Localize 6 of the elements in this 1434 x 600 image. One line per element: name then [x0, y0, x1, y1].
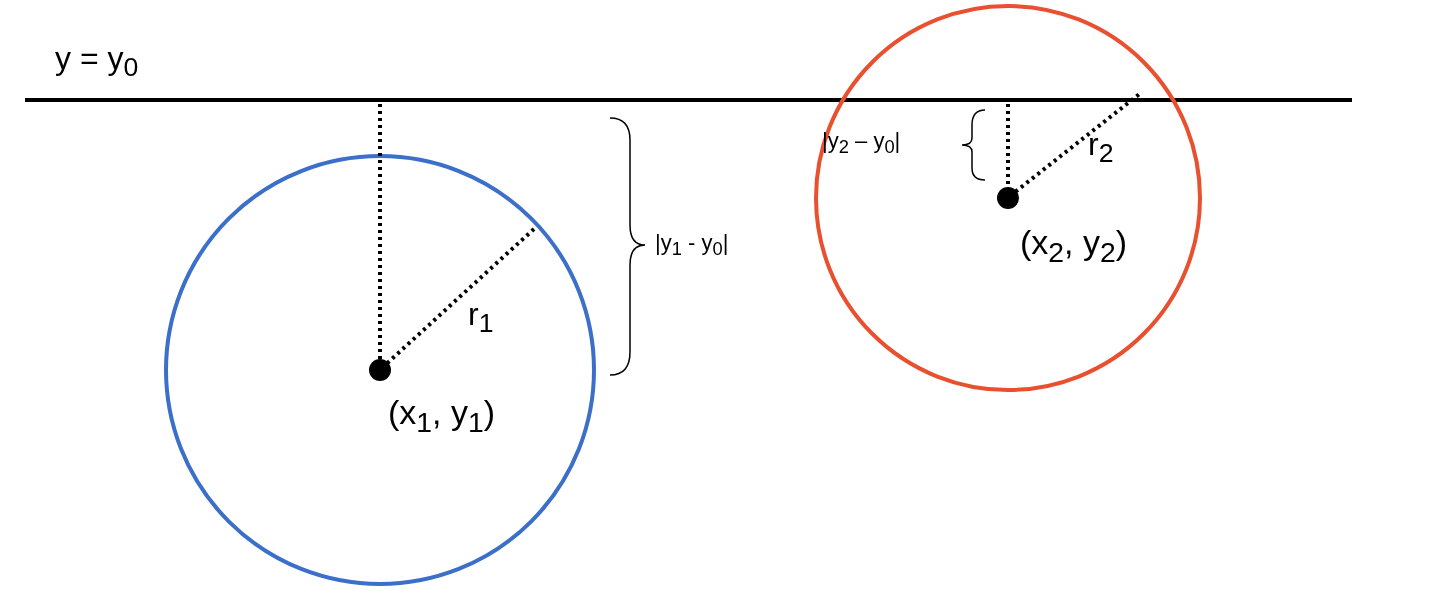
coordinate-label: (x$_{2}$, y$_{2}$): [1020, 225, 1128, 267]
distance-label: |y$_{1}$ - y$_{0}$|: [655, 232, 729, 259]
equation-label: y = y$_{0}$: [55, 42, 139, 82]
radius-label: r$_{1}$: [468, 298, 494, 338]
coordinate-label: (x$_{1}$, y$_{1}$): [388, 395, 496, 437]
radius-label: r$_{2}$: [1088, 128, 1114, 168]
